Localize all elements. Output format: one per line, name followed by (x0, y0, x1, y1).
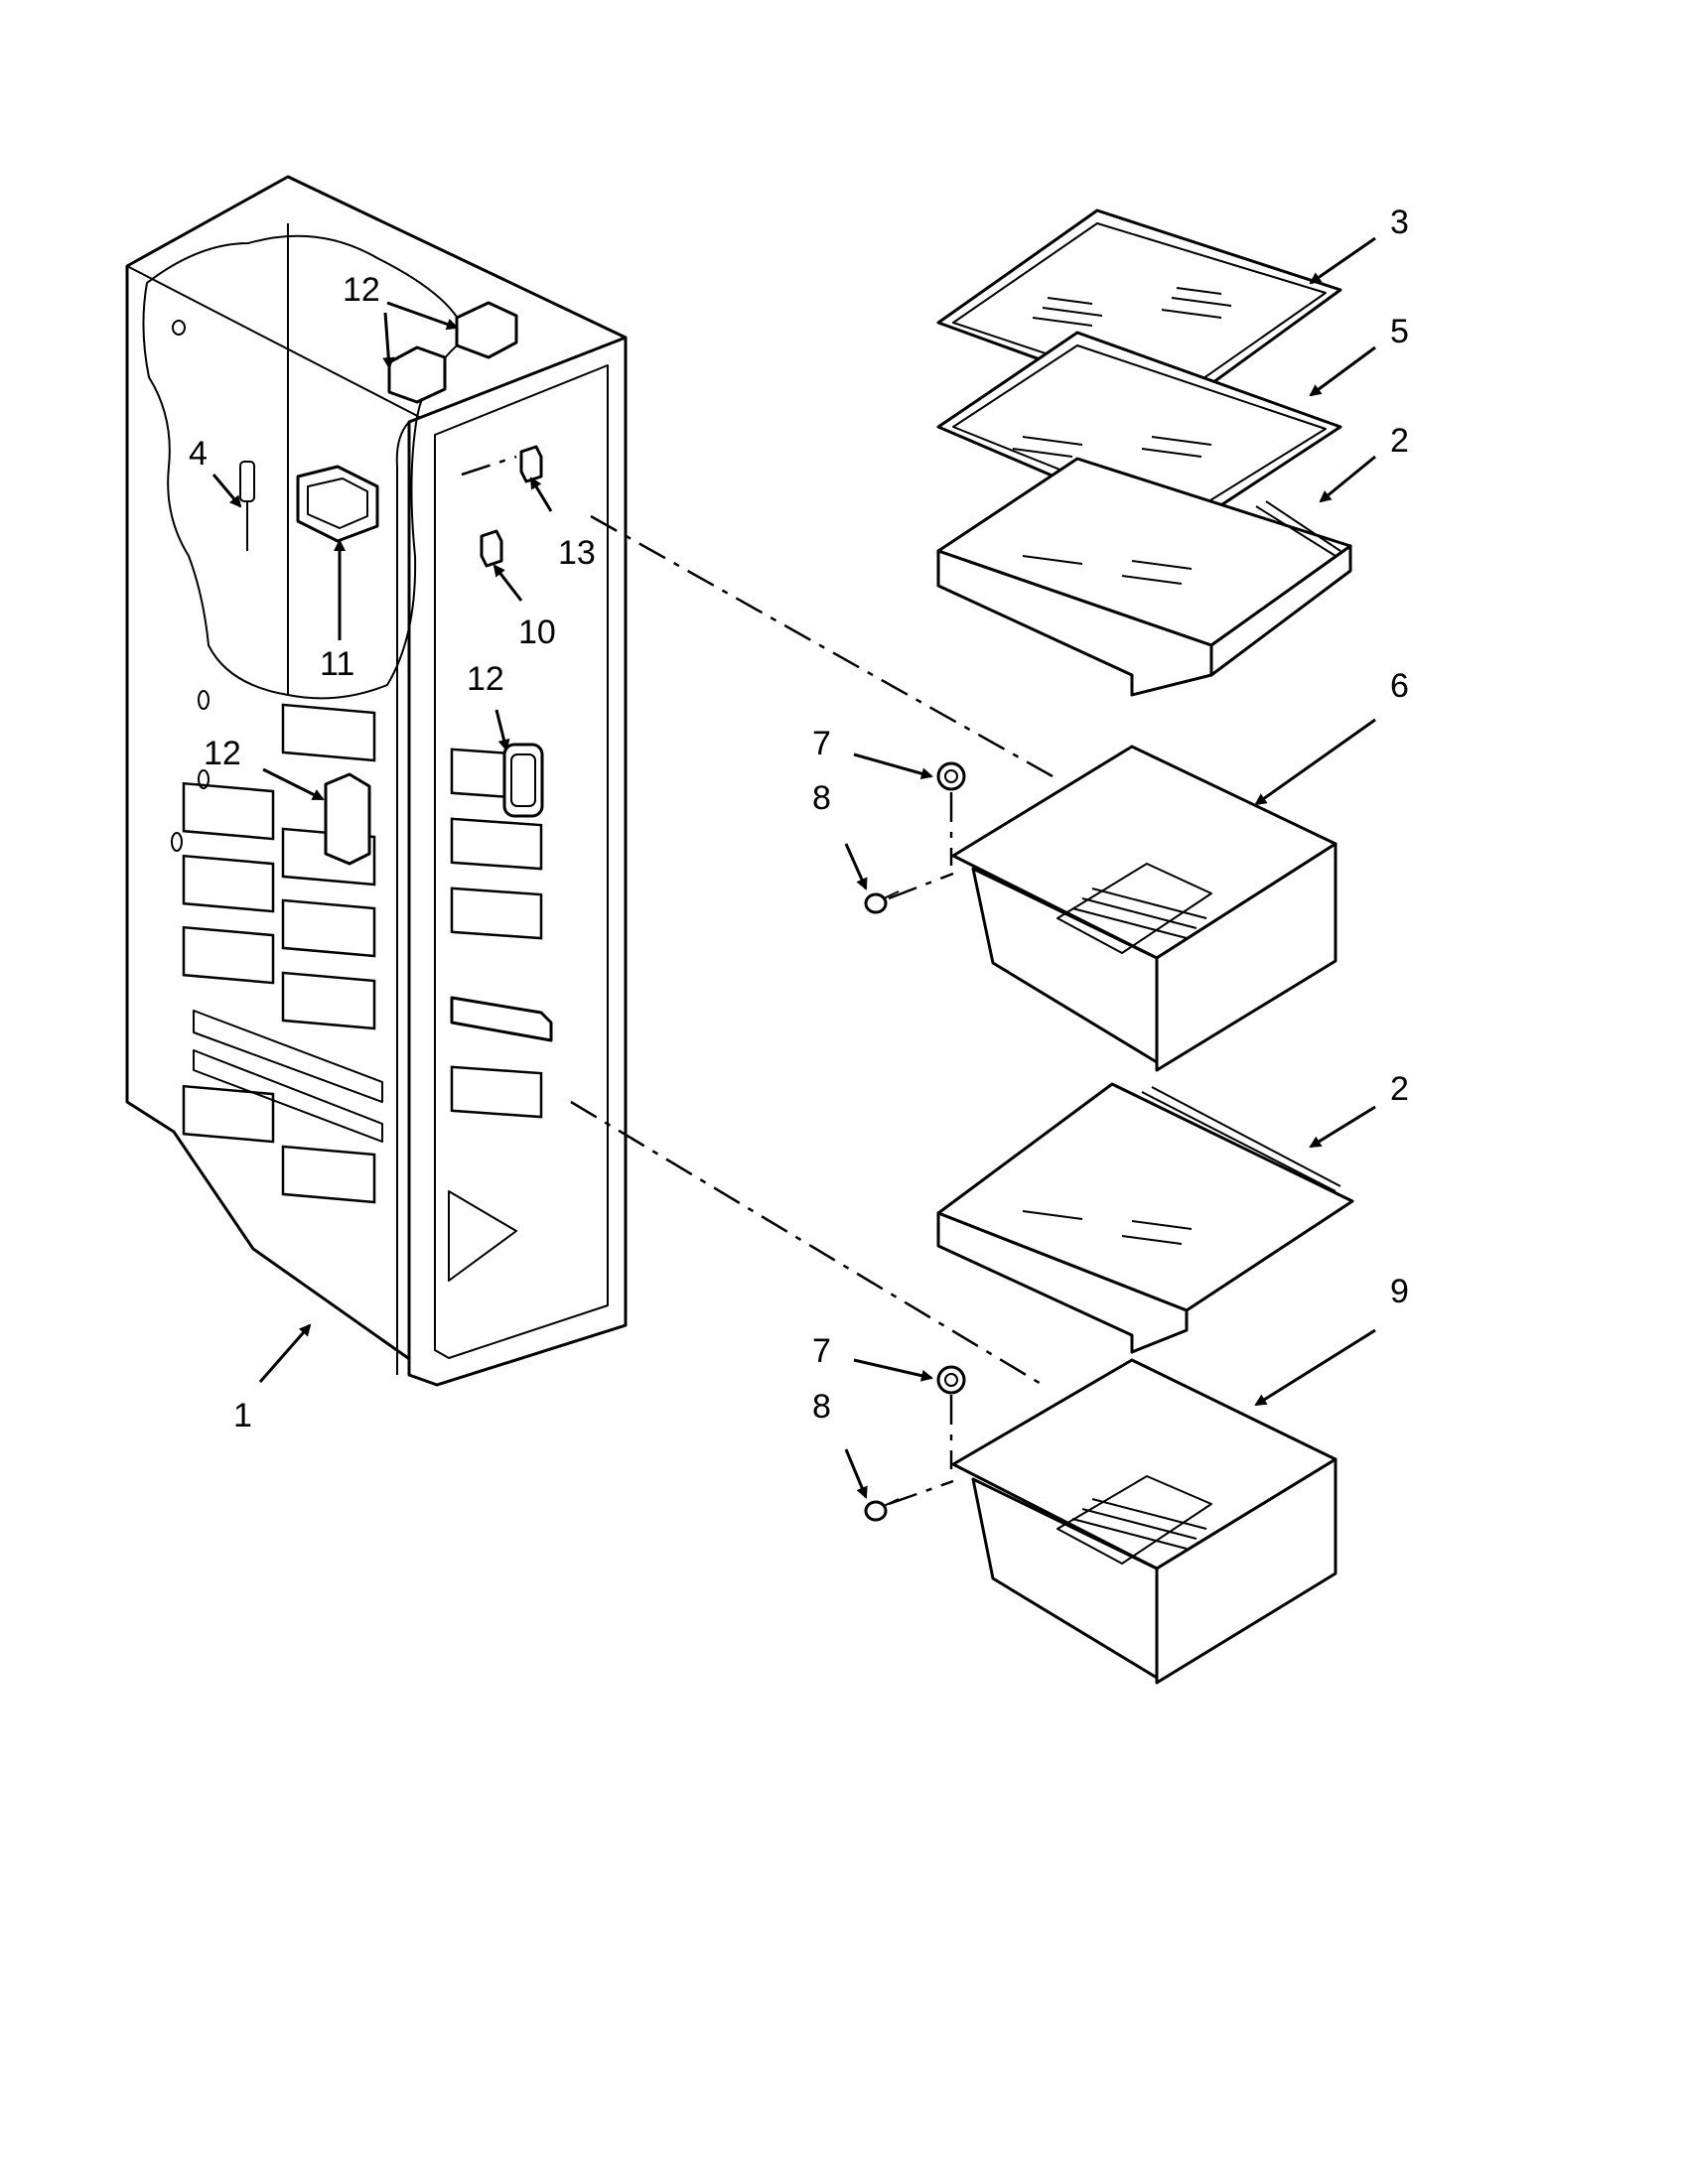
thermistor (239, 461, 255, 551)
callout-8-upper: 8 (812, 779, 831, 817)
shelf-frame-2-upper (936, 457, 1352, 697)
callout-5: 5 (1390, 313, 1409, 350)
callout-12-top: 12 (343, 271, 380, 309)
switch-13 (519, 445, 543, 483)
callout-10: 10 (518, 614, 556, 651)
callout-labels: 1 2 2 3 4 5 6 7 7 8 8 9 10 11 12 12 12 1… (189, 204, 1409, 1434)
callout-9: 9 (1390, 1273, 1409, 1310)
callout-4: 4 (189, 435, 208, 473)
callout-12-left: 12 (204, 735, 241, 772)
callout-2-upper: 2 (1390, 422, 1409, 460)
callout-12-right: 12 (467, 660, 504, 698)
roller-7-upper (936, 761, 966, 791)
crisper-drawer-9 (951, 1358, 1337, 1685)
crisper-drawer-6 (951, 745, 1337, 1072)
control-housing (296, 465, 379, 543)
leader-arrows (211, 236, 1376, 1499)
callout-11: 11 (320, 645, 354, 683)
callout-1: 1 (233, 1397, 252, 1434)
callout-7-upper: 7 (812, 725, 831, 762)
screw-8-upper (864, 890, 900, 914)
callout-2-lower: 2 (1390, 1070, 1409, 1108)
cabinet-liner (125, 175, 628, 1387)
callout-6: 6 (1390, 667, 1409, 705)
callout-7-lower: 7 (812, 1332, 831, 1370)
callout-13: 13 (558, 534, 596, 572)
rail (450, 996, 553, 1042)
callout-3: 3 (1390, 204, 1409, 241)
shelf-frame-2-lower (936, 1082, 1354, 1354)
roller-7-lower (936, 1365, 966, 1395)
callout-8-lower: 8 (812, 1388, 831, 1426)
lamp-sockets-top (387, 301, 518, 404)
lamp-socket-middle (324, 772, 371, 866)
assembly-lines (461, 455, 1054, 1506)
switch-10 (480, 529, 503, 568)
lamp-socket-side (502, 743, 544, 818)
